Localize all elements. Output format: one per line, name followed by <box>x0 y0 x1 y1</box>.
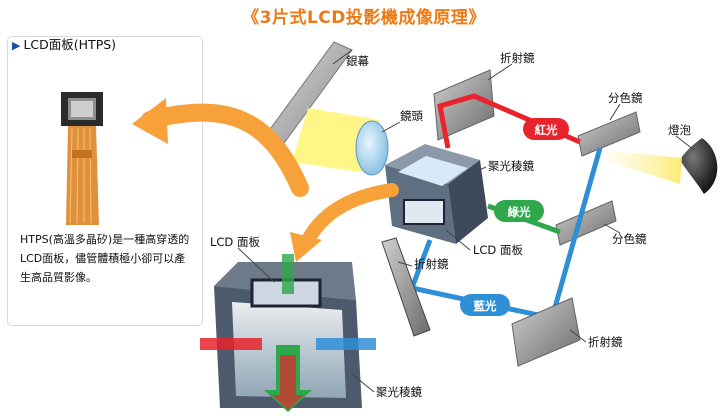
dichroic-mirror-mid <box>555 200 617 246</box>
dichroic-mirror-top <box>577 111 641 157</box>
lamp-icon <box>680 138 718 194</box>
red-light-badge <box>523 118 569 140</box>
orange-arrow-to-zoom <box>299 183 399 251</box>
lcd-panel-info-box <box>7 36 203 326</box>
prism-cube <box>385 144 488 244</box>
page-title: 《3片式LCD投影機成像原理》 <box>242 8 486 28</box>
reflect-bottom-label: 折射鏡 <box>588 335 623 349</box>
lens-icon <box>355 120 389 176</box>
blue-light-label: 藍光 <box>474 299 497 313</box>
reflect-left-label: 折射鏡 <box>414 257 449 271</box>
lcd-panel-heading-text: LCD面板(HTPS) <box>23 37 117 52</box>
triangle-bullet-icon: ▶ <box>12 39 21 52</box>
orange-arrow-to-chip <box>141 103 309 197</box>
green-light-badge <box>494 200 544 222</box>
lcd-chip-icon <box>61 92 103 225</box>
lcd-panel-mid-label: LCD 面板 <box>473 243 523 257</box>
reflect-mirror-left <box>381 237 431 337</box>
lamp-beam <box>600 150 682 184</box>
prism-label: 聚光稜鏡 <box>488 159 534 173</box>
prism-zoom <box>200 254 376 412</box>
lcd-panel-description: HTPS(高溫多晶矽)是一種高穿透的LCD面板，儘管體積極小卻可以產生高品質影像… <box>20 233 190 284</box>
red-beam <box>437 93 581 149</box>
orange-arrowhead-to-zoom <box>290 232 322 262</box>
prism-zoom-label: 聚光稜鏡 <box>376 385 422 399</box>
reflect-mirror-bottom <box>511 297 581 367</box>
green-light-label: 綠光 <box>508 205 531 219</box>
orange-arrowhead-to-chip <box>132 98 168 144</box>
dichroic-mid-label: 分色鏡 <box>612 232 647 246</box>
dichroic-top-label: 分色鏡 <box>608 91 643 105</box>
reflect-mirror-top <box>433 69 495 141</box>
lamp-label: 燈泡 <box>668 123 691 137</box>
blue-light-badge <box>460 294 510 316</box>
lcd-panel-zoom-label: LCD 面板 <box>210 235 260 249</box>
lens-label: 鏡頭 <box>400 109 423 123</box>
screen-label: 銀幕 <box>346 54 369 68</box>
red-light-label: 紅光 <box>535 123 558 137</box>
lcd-panel-heading: ▶LCD面板(HTPS) <box>12 34 116 53</box>
reflect-top-label: 折射鏡 <box>500 51 535 65</box>
